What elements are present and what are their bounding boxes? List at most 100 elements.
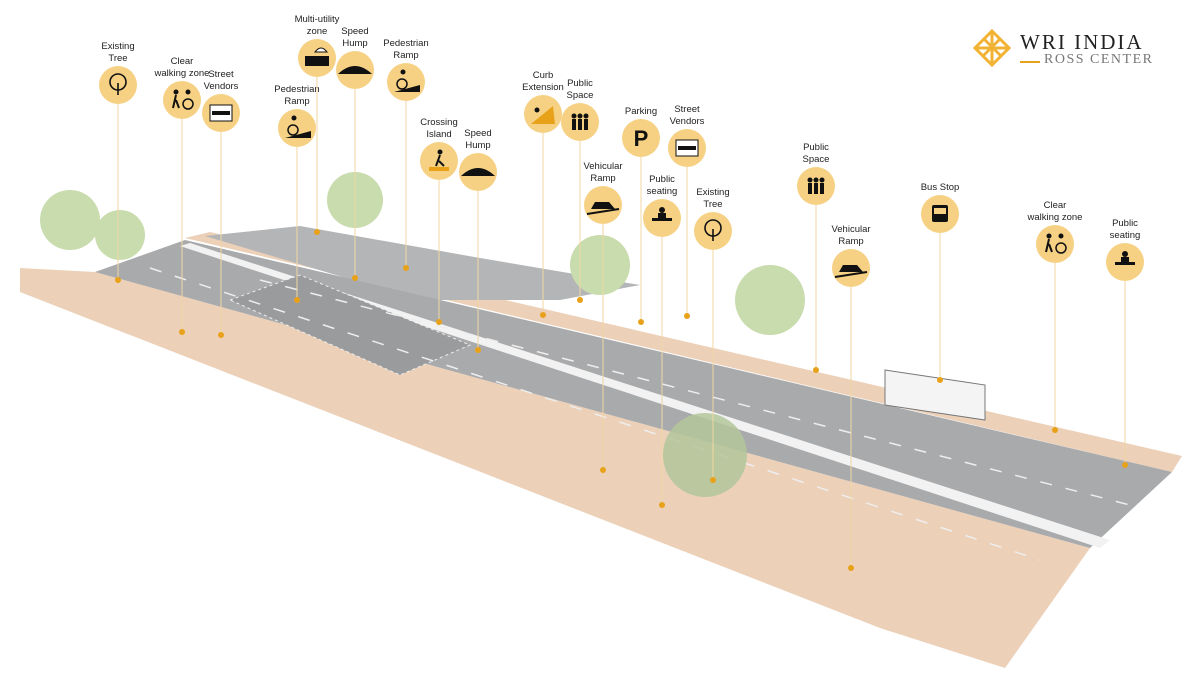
people-icon [571, 113, 589, 130]
people-icon [807, 177, 825, 194]
speed-hump-icon [461, 168, 495, 176]
crossing-icon [429, 149, 449, 171]
callout-label: walking zone [154, 68, 210, 79]
location-dot [403, 265, 409, 271]
wri-logo-mark [972, 28, 1012, 68]
callout-label: Vendors [670, 116, 705, 127]
callout-label: Public [567, 78, 593, 89]
callout-label: Speed [341, 26, 368, 37]
car-ramp-icon [586, 202, 620, 215]
tree [570, 235, 630, 295]
callout-label: walking zone [1027, 212, 1083, 223]
near-sidewalk [20, 268, 1090, 668]
callout-label: Island [426, 129, 451, 140]
callout-label: Vehicular [583, 161, 622, 172]
crosswalk [228, 274, 472, 376]
callout-label: Vendors [204, 81, 239, 92]
callout-label: Tree [108, 53, 127, 64]
location-dot [577, 297, 583, 303]
location-dot [218, 332, 224, 338]
callout-label: Vehicular [831, 224, 870, 235]
callout-label: seating [647, 186, 678, 197]
wheelchair-ramp-icon [394, 69, 420, 92]
callout-label: Public [649, 174, 675, 185]
street-base [20, 172, 1182, 668]
tree [735, 265, 805, 335]
location-dot [638, 319, 644, 325]
location-dot [710, 477, 716, 483]
logo-title: WRI INDIA [1020, 30, 1144, 54]
callout-label: Street [208, 69, 234, 80]
bench-icon [652, 207, 672, 221]
callout-bus-stop: Bus Stop [921, 182, 959, 383]
callout-label: Crossing [420, 117, 458, 128]
location-dot [813, 367, 819, 373]
lane-marking [149, 267, 1041, 561]
location-dot [1122, 462, 1128, 468]
location-dot [352, 275, 358, 281]
location-dot [294, 297, 300, 303]
bench-icon [1115, 251, 1135, 265]
logo-divider [1020, 61, 1040, 63]
curb-extension-icon [531, 106, 555, 124]
tree-icon [109, 73, 127, 95]
bus-icon [932, 205, 948, 222]
callout-label: zone [307, 26, 328, 37]
vendor-cart-icon [675, 139, 699, 157]
callout-badge [163, 81, 201, 119]
side-street [205, 226, 640, 300]
callout-label: Speed [464, 128, 491, 139]
location-dot [1052, 427, 1058, 433]
location-dot [540, 312, 546, 318]
callout-label: Ramp [590, 173, 615, 184]
callout-label: Space [567, 90, 594, 101]
location-dot [475, 347, 481, 353]
callout-label: seating [1110, 230, 1141, 241]
callout-label: Ramp [284, 96, 309, 107]
speed-hump-icon [338, 66, 372, 74]
callout-badge [622, 119, 660, 157]
callout-label: Pedestrian [274, 84, 319, 95]
callout-label: Existing [696, 187, 729, 198]
parking-icon: P [634, 126, 649, 151]
callout-label: Curb [533, 70, 554, 81]
wheelchair-ramp-icon [285, 115, 311, 138]
tree [40, 190, 100, 250]
callout-label: Public [1112, 218, 1138, 229]
bus-stop-shelter [884, 369, 986, 421]
callout-label: Multi-utility [295, 14, 340, 25]
pedestrian-wheelchair-icon [172, 89, 194, 110]
location-dot [684, 313, 690, 319]
lane-marking [259, 279, 1131, 506]
callout-label: Pedestrian [383, 38, 428, 49]
pedestrian-wheelchair-icon [1045, 233, 1067, 254]
wri-india-logo: WRI INDIA ROSS CENTER [972, 28, 1172, 72]
multi-utility-icon [305, 47, 329, 66]
location-dot [659, 502, 665, 508]
vendor-cart-icon [209, 104, 233, 122]
callout-label: Clear [1044, 200, 1067, 211]
callout-label: Existing [101, 41, 134, 52]
callout-label: Ramp [838, 236, 863, 247]
callout-label: Extension [522, 82, 564, 93]
location-dot [600, 467, 606, 473]
